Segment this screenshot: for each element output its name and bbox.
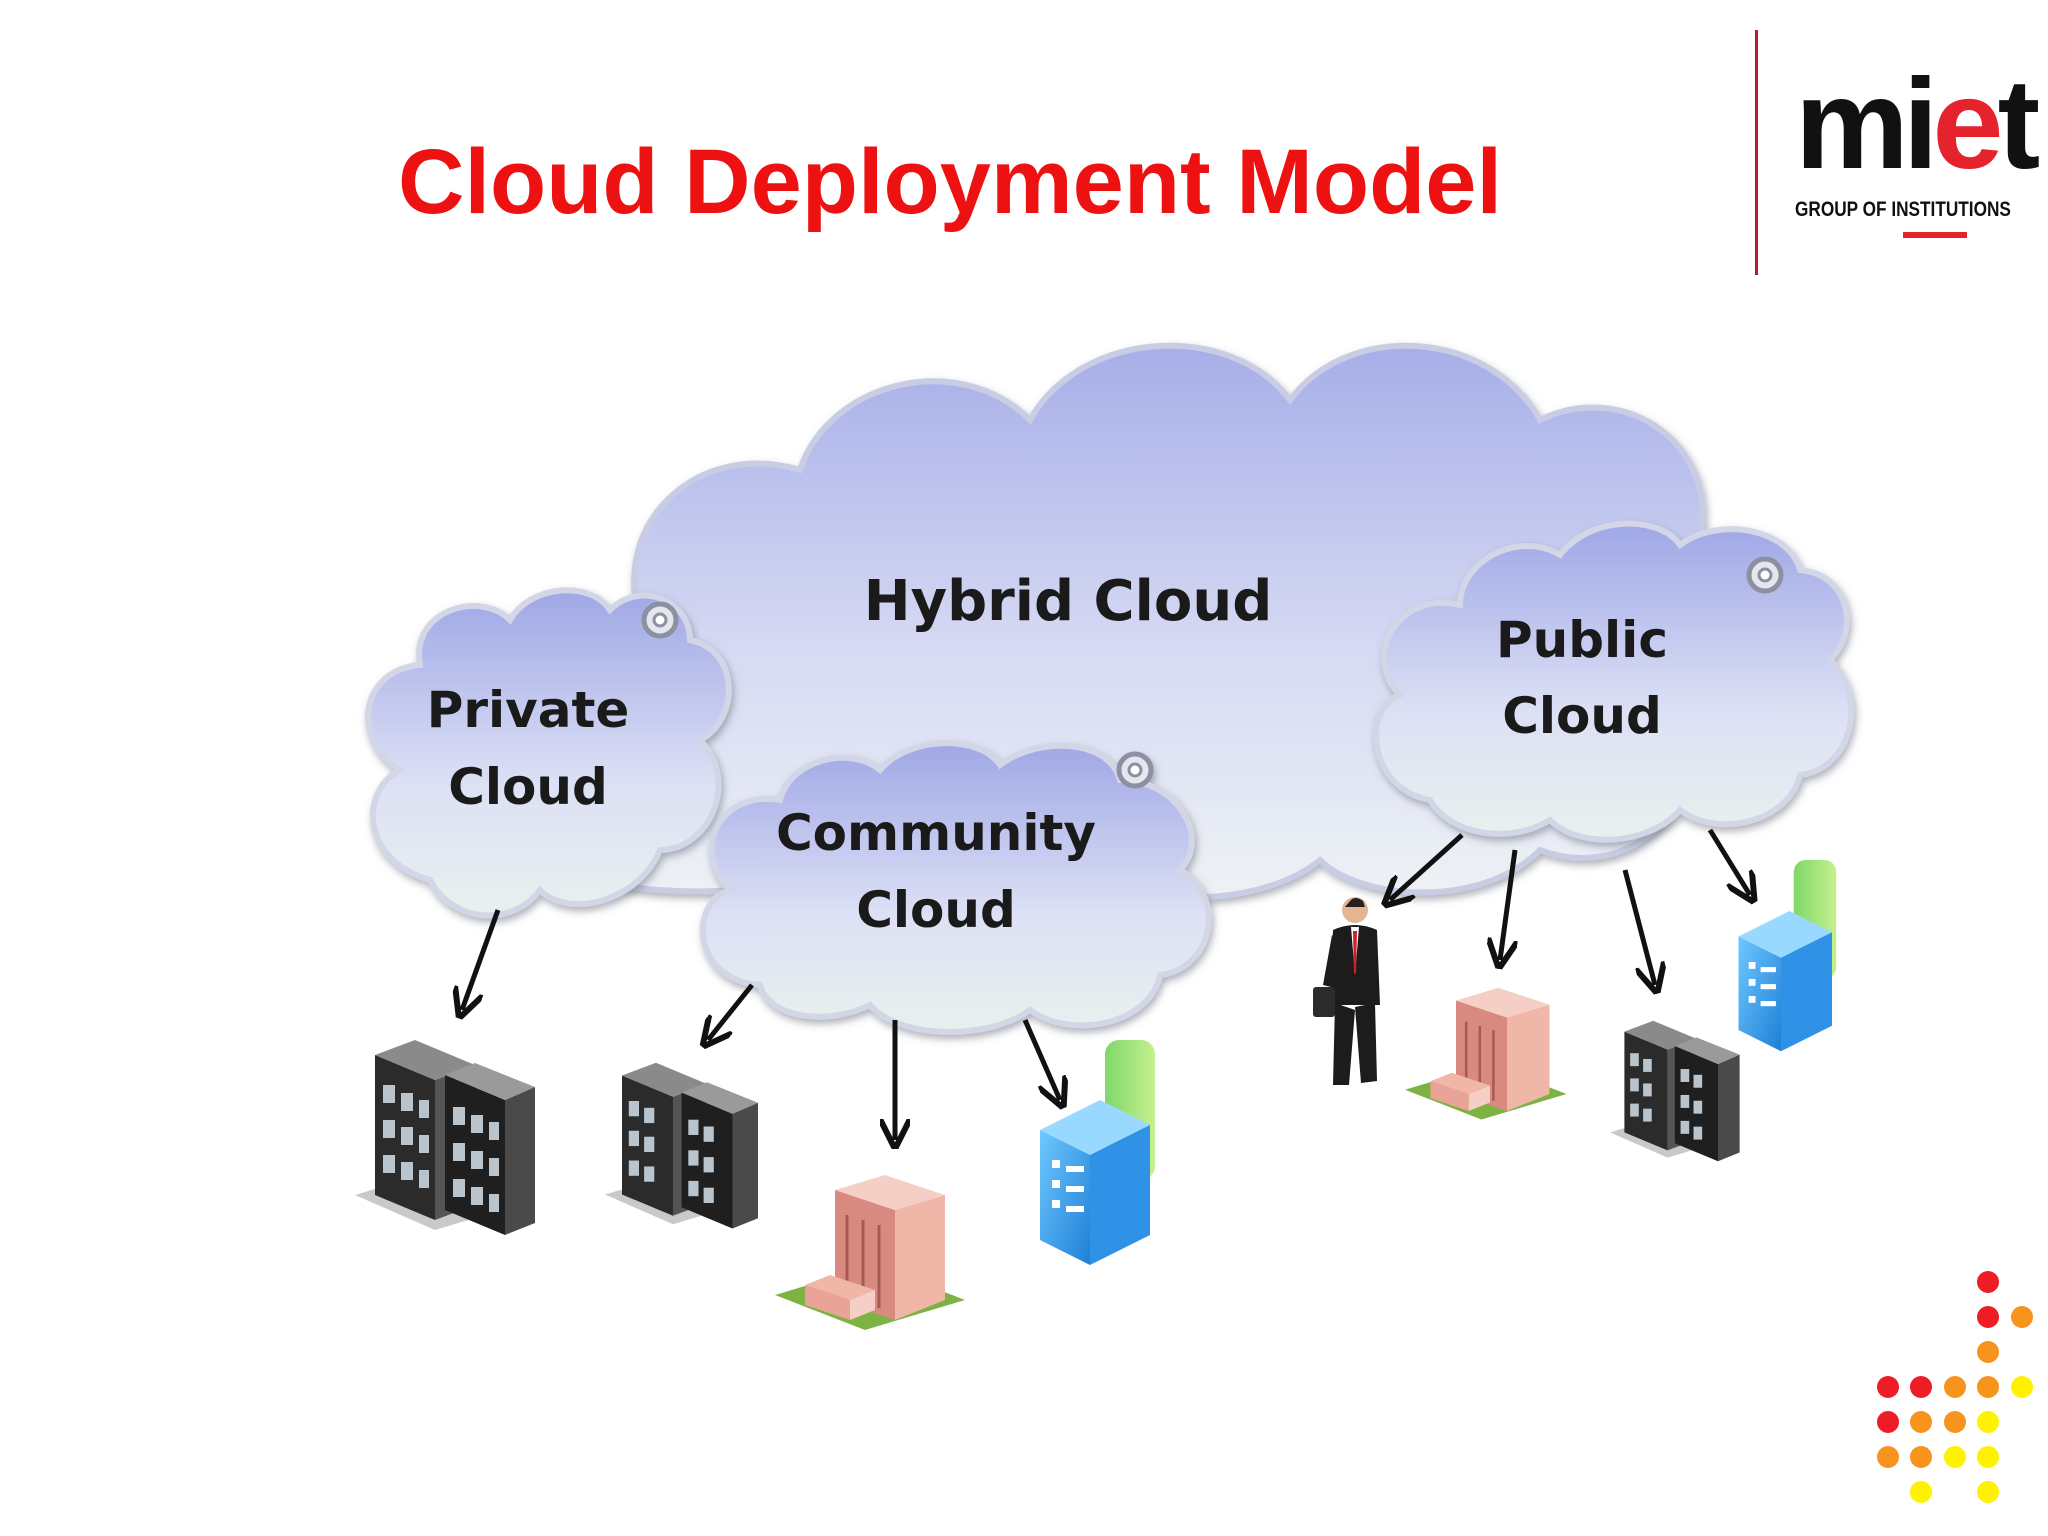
arrow-public-building-1 <box>1500 849 1515 960</box>
private-cloud <box>364 587 732 919</box>
glass-tower-icon <box>1738 860 1837 1052</box>
campus-building-icon <box>775 1175 965 1330</box>
office-building-icon <box>355 1040 535 1235</box>
public-cloud <box>1373 520 1855 843</box>
logo-wordmark: miet <box>1795 53 2040 196</box>
connection-arrows <box>462 828 1750 1140</box>
decorative-dot-pattern <box>1877 1271 2033 1503</box>
hybrid-cloud-label: Hybrid Cloud <box>864 569 1273 634</box>
business-person-icon <box>1313 897 1380 1085</box>
slide-title: Cloud Deployment Model <box>398 131 1502 233</box>
arrow-private-building <box>462 909 501 1010</box>
community-cloud-label-line2: Cloud <box>856 881 1016 939</box>
community-cloud-label-line1: Community <box>776 804 1096 862</box>
arrow-public-building-2 <box>1622 869 1655 985</box>
arrow-public-building-3 <box>1707 828 1750 895</box>
community-cloud <box>699 740 1212 1035</box>
private-cloud-label-line1: Private <box>427 681 630 739</box>
logo-underline <box>1903 232 1967 238</box>
office-building-icon <box>1610 1020 1740 1162</box>
public-cloud-label-line2: Cloud <box>1502 687 1662 745</box>
logo-divider <box>1755 30 1758 275</box>
arrow-community-building-3 <box>1022 1018 1060 1100</box>
public-cloud-label-line1: Public <box>1496 611 1668 669</box>
institution-logo: miet GROUP OF INSTITUTIONS <box>1755 30 2045 280</box>
logo-subtitle: GROUP OF INSTITUTIONS <box>1795 198 2011 221</box>
campus-building-icon <box>1405 987 1567 1120</box>
glass-tower-icon <box>1040 1040 1155 1265</box>
private-cloud-label-line2: Cloud <box>448 758 608 816</box>
arrow-community-building-1 <box>708 983 754 1040</box>
office-building-icon <box>605 1062 758 1229</box>
arrow-public-person <box>1390 833 1464 900</box>
